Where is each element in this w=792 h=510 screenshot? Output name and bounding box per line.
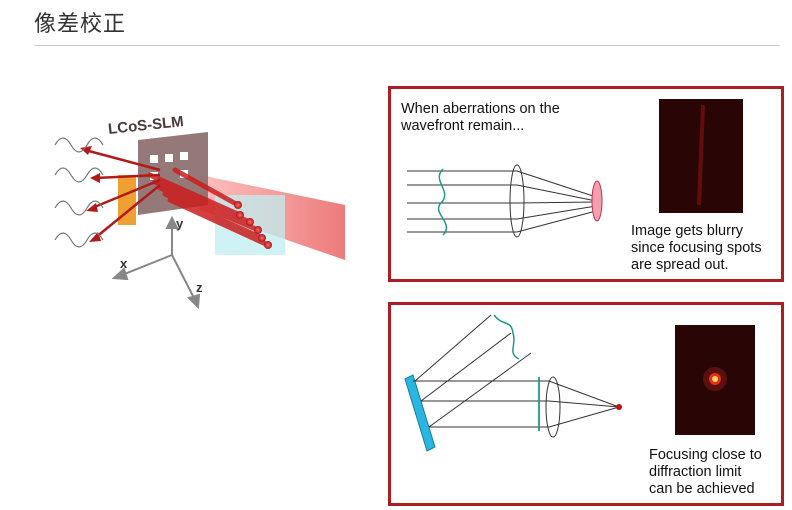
sharp-focus xyxy=(616,404,622,410)
output-arrows xyxy=(84,148,161,239)
aberrated-ray-diagram xyxy=(407,164,603,238)
lens xyxy=(509,164,525,238)
diffracted-rods xyxy=(147,167,271,248)
corrected-caption: Focusing close to diffraction limit can … xyxy=(649,447,762,497)
output-waves xyxy=(54,137,104,248)
axis-x-label: x xyxy=(120,256,128,271)
slm-mirror xyxy=(404,374,436,452)
aberrated-caption-top: When aberrations on the wavefront remain… xyxy=(401,101,560,134)
panel-corrected: Focusing close to diffraction limit can … xyxy=(388,302,784,506)
blurred-focus xyxy=(591,180,603,222)
axis-z-label: z xyxy=(196,280,203,295)
title-divider xyxy=(34,45,780,46)
input-wavefront xyxy=(493,314,520,360)
sharp-spot-image xyxy=(675,325,755,435)
lens xyxy=(545,376,561,438)
corrected-ray-diagram xyxy=(404,314,622,452)
aberrated-caption-bottom: Image gets blurry since focusing spots a… xyxy=(631,223,762,273)
slm-backplate xyxy=(118,175,136,225)
axis-y-label: y xyxy=(176,216,184,231)
aberrated-wavefront xyxy=(437,168,448,236)
coordinate-axes xyxy=(111,215,201,310)
page-title: 像差校正 xyxy=(34,12,127,37)
blurry-spot-image xyxy=(659,99,743,213)
output-arrowheads xyxy=(80,146,101,242)
panel-aberrated: When aberrations on the wavefront remain… xyxy=(388,86,784,282)
rod-ends xyxy=(234,201,272,249)
slm-illustration xyxy=(54,132,345,310)
